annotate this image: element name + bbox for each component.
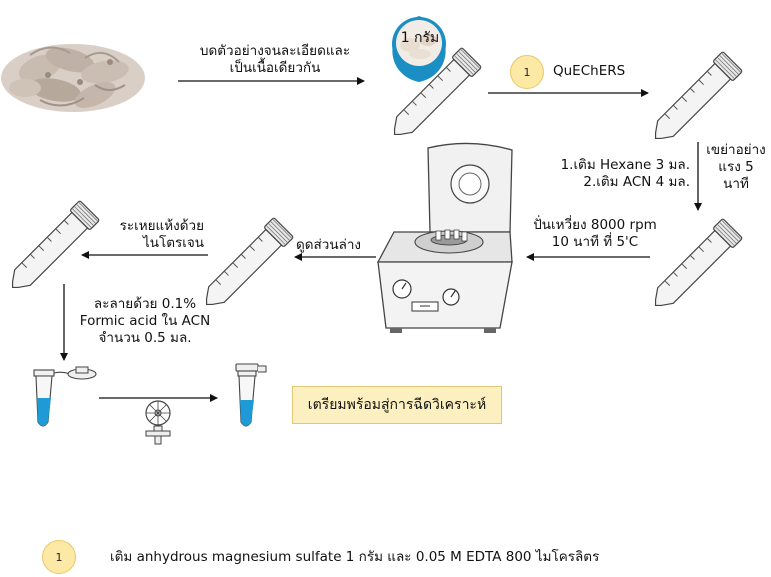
centrifuge-tube-icon: [2, 199, 101, 298]
shake-line-1: เขย่าอย่าง: [706, 142, 766, 158]
quechers-label: QuEChERS: [553, 63, 626, 79]
centrifuge-line-2: 10 นาที ที่ 5'C: [551, 234, 639, 250]
ready-label: เตรียมพร้อมสู่การฉีดวิเคราะห์: [307, 397, 487, 413]
centrifuge-line-1: ปั่นเหวี่ยง 8000 rpm: [533, 217, 657, 233]
grind-label: บดตัวอย่างจนละเอียดและ เป็นเนื้อเดียวกัน: [182, 43, 368, 77]
shake-line-2: แรง 5: [718, 159, 754, 175]
ready-box: เตรียมพร้อมสู่การฉีดวิเคราะห์: [292, 386, 502, 424]
quechers-badge: 1: [510, 55, 544, 89]
lower-layer-label: ดูดส่วนล่าง: [296, 237, 362, 253]
add-acn-line: 2.เติม ACN 4 มล.: [583, 174, 690, 190]
footnote-text: เติม anhydrous magnesium sulfate 1 กรัม …: [110, 549, 600, 565]
add-hexane-line: 1.เติม Hexane 3 มล.: [560, 157, 690, 173]
grind-line-1: บดตัวอย่างจนละเอียดและ: [199, 43, 351, 59]
footnote-badge: 1: [42, 540, 76, 574]
shake-label: เขย่าอย่าง แรง 5 นาที: [696, 142, 771, 193]
shrimp-image: [1, 44, 145, 112]
dissolve-line-1: ละลายด้วย 0.1%: [93, 296, 197, 312]
add-solvents-label: 1.เติม Hexane 3 มล. 2.เติม ACN 4 มล.: [520, 157, 690, 191]
dissolve-line-2: Formic acid ใน ACN: [79, 313, 211, 329]
shake-line-3: นาที: [723, 176, 749, 192]
weight-bubble-label: 1 กรัม: [400, 30, 440, 46]
centrifuge-tube-icon: [645, 50, 744, 149]
evaporate-label: ระเหยแห้งด้วย ไนโตรเจน: [92, 218, 204, 252]
microtube-icon: [33, 366, 97, 427]
weight-bubble: [392, 16, 446, 82]
evaporate-line-2: ไนโตรเจน: [142, 235, 204, 251]
dissolve-line-3: จำนวน 0.5 มล.: [98, 330, 192, 346]
syringe-filter-icon: [145, 400, 171, 445]
grind-line-2: เป็นเนื้อเดียวกัน: [229, 60, 321, 76]
microtube-icon: [235, 363, 267, 427]
dissolve-label: ละลายด้วย 0.1% Formic acid ใน ACN จำนวน …: [70, 296, 220, 347]
evaporate-line-1: ระเหยแห้งด้วย: [119, 218, 204, 234]
centrifuge-label: ปั่นเหวี่ยง 8000 rpm 10 นาที ที่ 5'C: [520, 217, 670, 251]
centrifuge-machine-icon: [376, 142, 513, 333]
